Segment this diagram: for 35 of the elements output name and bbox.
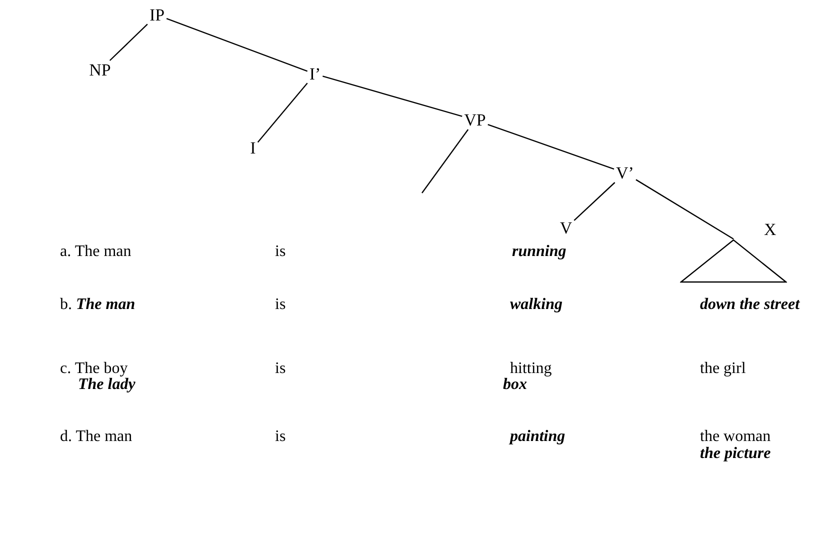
sentence-text: c. The boy <box>60 361 128 377</box>
node-label: NP <box>89 62 111 78</box>
sentence-text: the woman <box>700 429 771 445</box>
tree-branch <box>109 24 148 61</box>
tree-branch <box>166 18 308 72</box>
node-label: I’ <box>309 66 321 82</box>
tree-branch <box>574 182 616 221</box>
tree-branch <box>422 129 469 194</box>
sentence-text: d. The man <box>60 429 132 445</box>
tree-branch <box>636 179 734 240</box>
sentence-text: is <box>275 244 286 260</box>
sentence-text: hitting <box>510 361 552 377</box>
sentence-text: is <box>275 361 286 377</box>
node-label: VP <box>464 112 486 128</box>
node-label: X <box>764 221 776 238</box>
triangle-symbol <box>680 239 787 283</box>
node-label: I <box>250 140 256 156</box>
tree-branch <box>322 76 462 117</box>
sentence-text: The lady <box>78 377 136 393</box>
sentence-text: painting <box>510 429 566 445</box>
sentence-text: is <box>275 297 286 313</box>
tree-branch <box>257 82 308 143</box>
sentence-text: is <box>275 429 286 445</box>
sentence-text: the picture <box>700 446 771 462</box>
tree-branch <box>488 124 614 170</box>
sentence-text: down the street <box>700 297 800 313</box>
node-label: IP <box>149 6 165 24</box>
sentence-text: box <box>503 377 527 393</box>
node-label: V’ <box>616 164 634 182</box>
sentence-text: a. The man <box>60 244 132 260</box>
sentence-text: b. The man <box>60 297 136 313</box>
node-label: V <box>560 220 572 236</box>
sentence-text: walking <box>510 297 562 313</box>
sentence-text: running <box>512 244 566 260</box>
sentence-text: the girl <box>700 361 746 377</box>
